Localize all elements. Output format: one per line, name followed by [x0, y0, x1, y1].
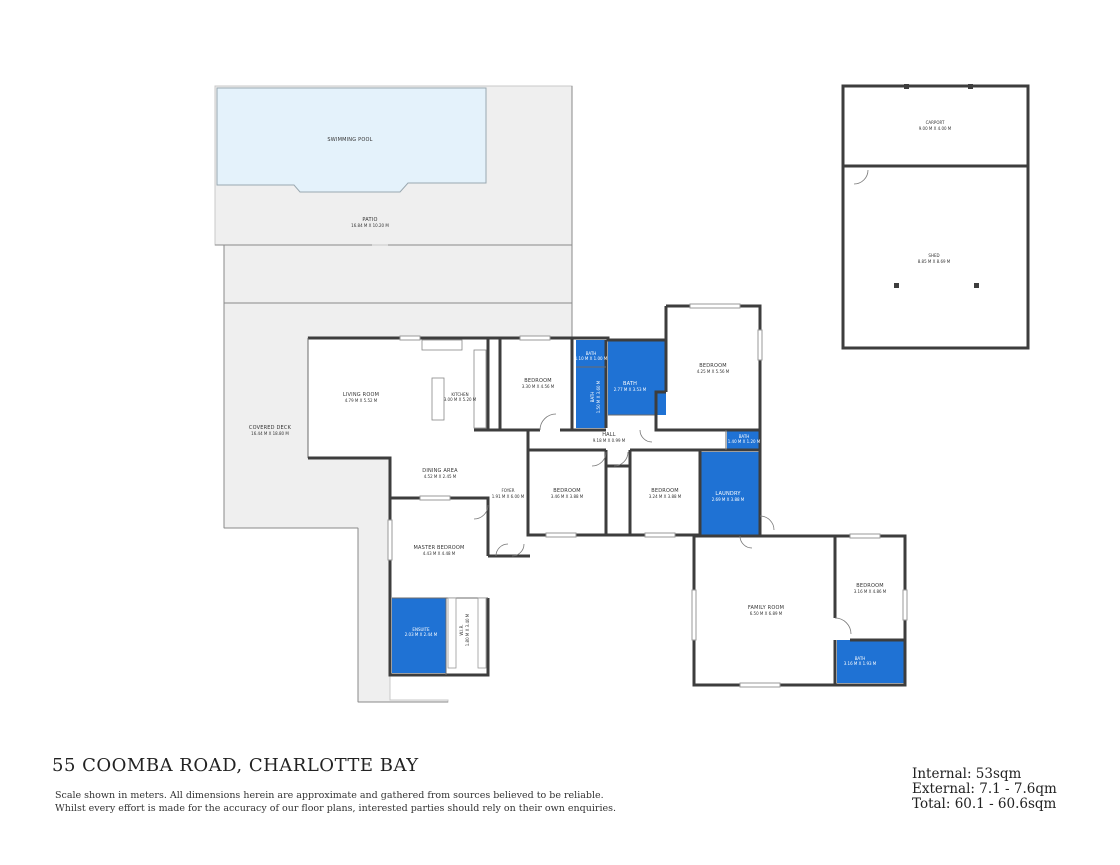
label-bedroom-4: BEDROOM [856, 583, 884, 589]
dim-bedroom-large: 4.25 M X 5.56 M [697, 369, 730, 374]
label-kitchen: KITCHEN [451, 392, 468, 397]
label-master-bedroom: MASTER BEDROOM [413, 545, 464, 551]
total-area: Total: 60.1 - 60.6sqm [912, 796, 1057, 812]
windows [387, 303, 908, 688]
laundry-fill [701, 452, 759, 536]
label-laundry: LAUNDRY [715, 491, 741, 497]
label-swimming-pool: SWIMMING POOL [327, 137, 372, 143]
label-bath-small: BATH [586, 351, 597, 356]
dim-shed: 8.85 M X 8.69 M [918, 259, 951, 264]
outdoor-areas [214, 85, 573, 703]
disclaimer-line-1: Scale shown in meters. All dimensions he… [55, 790, 604, 801]
dim-master-bedroom: 4.43 M X 4.48 M [423, 551, 456, 556]
dim-bedroom-1: 3.30 M X 4.56 M [522, 384, 555, 389]
bath-family-fill [837, 640, 905, 683]
dim-kitchen: 3.00 M X 5.20 M [444, 397, 477, 402]
label-hall: HALL [602, 432, 616, 438]
label-ensuite: ENSUITE [412, 627, 430, 632]
dim-bath-small: 1.10 M X 1.00 M [575, 356, 608, 361]
label-dining-area: DINING AREA [422, 468, 458, 474]
label-bedroom-large: BEDROOM [699, 363, 727, 369]
dim-foyer: 1.91 M X 6.00 M [492, 494, 525, 499]
doors [473, 169, 869, 635]
dim-dining-area: 4.52 M X 2.45 M [424, 474, 457, 479]
area-summary: Internal: 53sqm External: 7.1 - 7.6qm To… [912, 767, 1057, 812]
label-shed: SHED [928, 253, 939, 258]
disclaimer-line-2: Whilst every effort is made for the accu… [55, 803, 617, 814]
dim-ensuite: 2.03 M X 2.44 M [405, 632, 438, 637]
label-bath-family: BATH [855, 656, 866, 661]
internal-area: Internal: 53sqm [912, 766, 1022, 782]
label-bedroom-1: BEDROOM [524, 378, 552, 384]
outbuildings [841, 84, 1030, 350]
dim-bath-family: 3.16 M X 1.93 M [844, 661, 877, 666]
dim-bath-main: 2.77 M X 3.53 M [614, 387, 647, 392]
swimming-pool [216, 87, 487, 193]
label-family-room: FAMILY ROOM [748, 605, 784, 611]
external-area: External: 7.1 - 7.6qm [912, 781, 1057, 797]
dim-carport: 9.00 M X 4.00 M [919, 126, 952, 131]
dim-family-room: 6.50 M X 6.89 M [750, 611, 783, 616]
dim-bedroom-2: 3.46 M X 3.88 M [551, 494, 584, 499]
label-bedroom-3: BEDROOM [651, 488, 679, 494]
label-bath-narrow: BATH [590, 392, 595, 403]
bath-narrow-fill [576, 367, 606, 428]
dim-laundry: 2.69 M X 3.88 M [712, 497, 745, 502]
dim-bath-hall: 1.40 M X 1.20 M [728, 439, 761, 444]
ensuite-fill [392, 598, 446, 673]
dim-bedroom-4: 3.16 M X 4.86 M [854, 589, 887, 594]
bath-small-fill [576, 340, 606, 367]
bath-hall-fill [727, 431, 760, 450]
dim-bath-narrow: 1.50 M X 3.60 M [596, 380, 601, 413]
label-covered-deck: COVERED DECK [249, 425, 292, 431]
dim-living-room: 4.79 M X 5.52 M [345, 398, 378, 403]
label-wir: W.I.R. [459, 624, 464, 635]
disclaimer: Scale shown in meters. All dimensions he… [55, 789, 616, 815]
dim-bedroom-3: 3.24 M X 3.88 M [649, 494, 682, 499]
label-bath-main: BATH [623, 381, 637, 387]
property-address: 55 COOMBA ROAD, CHARLOTTE BAY [52, 755, 419, 776]
dim-patio: 16.84 M X 10.20 M [351, 223, 389, 228]
label-bedroom-2: BEDROOM [553, 488, 581, 494]
kitchen-fixtures [421, 339, 487, 669]
dim-wir: 1.80 M X 3.40 M [465, 613, 470, 646]
label-living-room: LIVING ROOM [343, 392, 379, 398]
dim-covered-deck: 16.44 M X 18.80 M [251, 431, 289, 436]
dim-hall: 9.18 M X 0.99 M [593, 438, 626, 443]
label-patio: PATIO [362, 217, 377, 223]
room-labels: SWIMMING POOL PATIO 16.84 M X 10.20 M CO… [249, 120, 952, 666]
label-foyer: FOYER [502, 488, 515, 493]
label-bath-hall: BATH [739, 434, 750, 439]
label-carport: CARPORT [926, 120, 945, 125]
